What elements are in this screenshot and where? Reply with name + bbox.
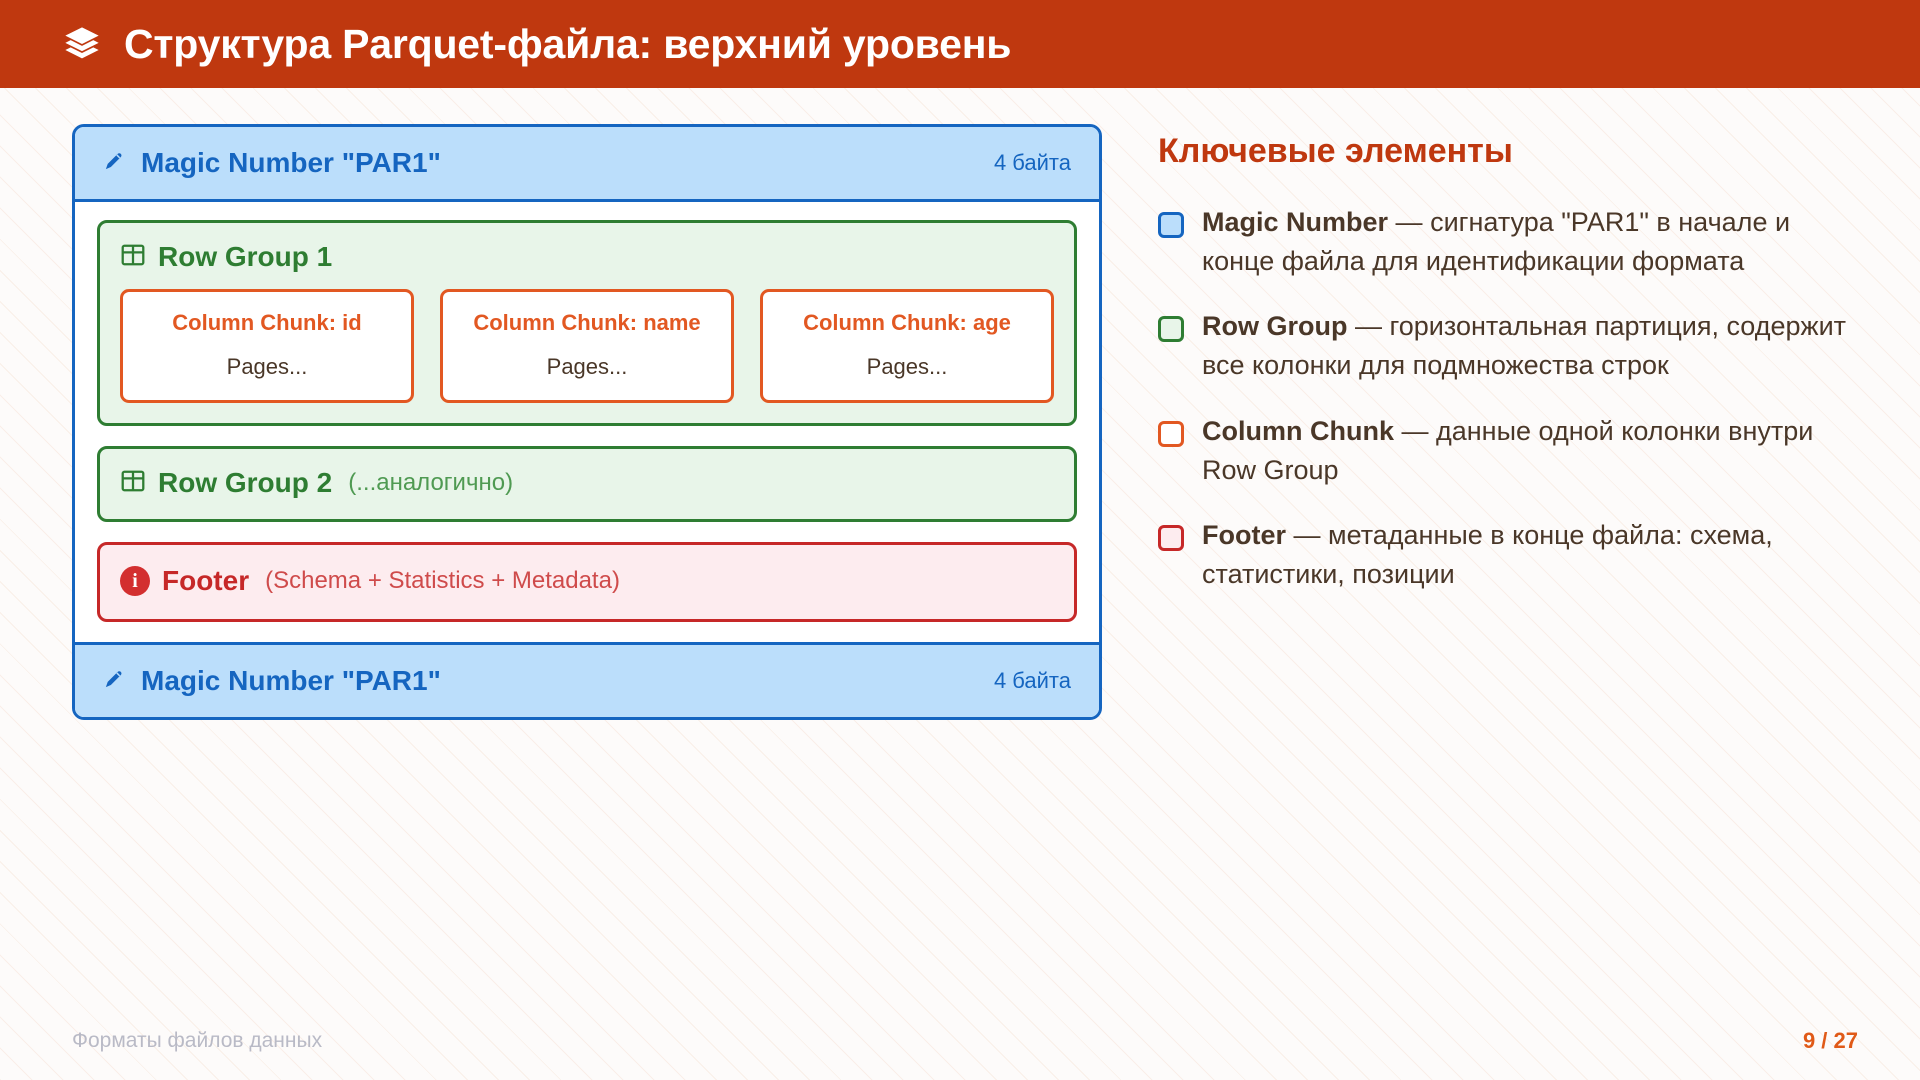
row-group-2-title: Row Group 2: [158, 467, 333, 498]
key-item-term: Column Chunk: [1202, 415, 1394, 446]
key-item-term: Magic Number: [1202, 207, 1389, 237]
column-chunk-subtitle: Pages...: [546, 354, 628, 379]
magic-number-bottom-band: Magic Number "PAR1" 4 байта: [75, 642, 1099, 717]
row-group-2-header: Row Group 2 (...аналогично): [120, 467, 1054, 499]
layers-icon: [62, 24, 102, 64]
key-item-description: данные одной колонки внутри Row Group: [1202, 415, 1814, 485]
slide-content: Magic Number "PAR1" 4 байта: [0, 88, 1920, 720]
swatch-column-chunk-icon: [1158, 420, 1184, 447]
magic-number-top-left: Magic Number "PAR1": [101, 147, 441, 179]
row-group-2: Row Group 2 (...аналогично): [97, 446, 1077, 522]
pen-icon: [101, 148, 127, 179]
column-chunk-title: Column Chunk: id: [172, 310, 362, 335]
row-group-1: Row Group 1 Column Chunk: id Pages... Co…: [97, 220, 1077, 426]
key-item-text: Column Chunk — данные одной колонки внут…: [1202, 412, 1864, 490]
key-item-term: Row Group: [1202, 311, 1348, 342]
key-item-text: Row Group — горизонтальная партиция, сод…: [1202, 307, 1864, 385]
key-item-description: метаданные в конце файла: схема, статист…: [1202, 519, 1773, 589]
key-elements-title: Ключевые элементы: [1158, 132, 1513, 170]
parquet-diagram-column: Magic Number "PAR1" 4 байта: [72, 124, 1102, 720]
key-item-dash: —: [1286, 519, 1329, 550]
row-group-1-header: Row Group 1: [120, 241, 1054, 273]
magic-number-bottom-left: Magic Number "PAR1": [101, 665, 441, 697]
list-item: Footer — метаданные в конце файла: схема…: [1158, 516, 1864, 594]
key-item-dash: —: [1347, 311, 1390, 342]
magic-number-top-size: 4 байта: [993, 150, 1071, 175]
magic-number-bottom-label: Magic Number "PAR1": [141, 665, 441, 696]
column-chunk-list: Column Chunk: id Pages... Column Chunk: …: [120, 289, 1054, 403]
table-icon: [120, 242, 146, 273]
column-chunk-card: Column Chunk: id Pages...: [120, 289, 414, 403]
swatch-magic-number-icon: [1158, 212, 1184, 238]
table-icon: [120, 468, 146, 499]
footer-block-note: (Schema + Statistics + Metadata): [265, 567, 620, 594]
key-elements-panel: Ключевые элементы Magic Number — сигнату…: [1158, 124, 1864, 720]
footer-block: i Footer (Schema + Statistics + Metadata…: [97, 542, 1077, 622]
magic-number-bottom-size: 4 байта: [993, 668, 1071, 693]
page-indicator: 9 / 27: [1802, 1028, 1858, 1053]
deck-title: Форматы файлов данных: [72, 1029, 323, 1052]
parquet-body: Row Group 1 Column Chunk: id Pages... Co…: [75, 202, 1099, 642]
key-item-description: горизонтальная партиция, содержит все ко…: [1202, 311, 1847, 381]
row-group-2-note: (...аналогично): [348, 469, 514, 496]
slide-footer: Форматы файлов данных 9 / 27: [0, 1014, 1920, 1080]
list-item: Row Group — горизонтальная партиция, сод…: [1158, 307, 1864, 385]
key-item-dash: —: [1388, 207, 1431, 237]
magic-number-top-label: Magic Number "PAR1": [141, 147, 441, 178]
swatch-row-group-icon: [1158, 316, 1184, 343]
info-icon: i: [120, 566, 150, 596]
key-elements-list: Magic Number — сигнатура "PAR1" в начале…: [1158, 203, 1864, 594]
key-item-text: Footer — метаданные в конце файла: схема…: [1202, 516, 1864, 594]
column-chunk-title: Column Chunk: age: [803, 310, 1011, 335]
key-item-dash: —: [1393, 415, 1436, 446]
swatch-footer-icon: [1158, 524, 1184, 551]
key-item-description: сигнатура "PAR1" в начале и конце файла …: [1202, 207, 1791, 277]
footer-block-title: Footer: [162, 565, 250, 596]
key-item-text: Magic Number — сигнатура "PAR1" в начале…: [1202, 203, 1864, 281]
column-chunk-card: Column Chunk: name Pages...: [440, 289, 734, 403]
row-group-1-title: Row Group 1: [158, 241, 333, 272]
column-chunk-subtitle: Pages...: [866, 354, 948, 379]
pen-icon: [101, 666, 127, 697]
column-chunk-card: Column Chunk: age Pages...: [760, 289, 1054, 403]
key-item-term: Footer: [1202, 519, 1286, 550]
column-chunk-subtitle: Pages...: [226, 354, 308, 379]
column-chunk-title: Column Chunk: name: [473, 310, 701, 335]
list-item: Magic Number — сигнатура "PAR1" в начале…: [1158, 203, 1864, 281]
page-title: Структура Parquet-файла: верхний уровень: [124, 20, 1012, 67]
slide-header: Структура Parquet-файла: верхний уровень: [0, 0, 1920, 88]
list-item: Column Chunk — данные одной колонки внут…: [1158, 412, 1864, 490]
parquet-file-container: Magic Number "PAR1" 4 байта: [72, 124, 1102, 720]
magic-number-top-band: Magic Number "PAR1" 4 байта: [75, 127, 1099, 202]
